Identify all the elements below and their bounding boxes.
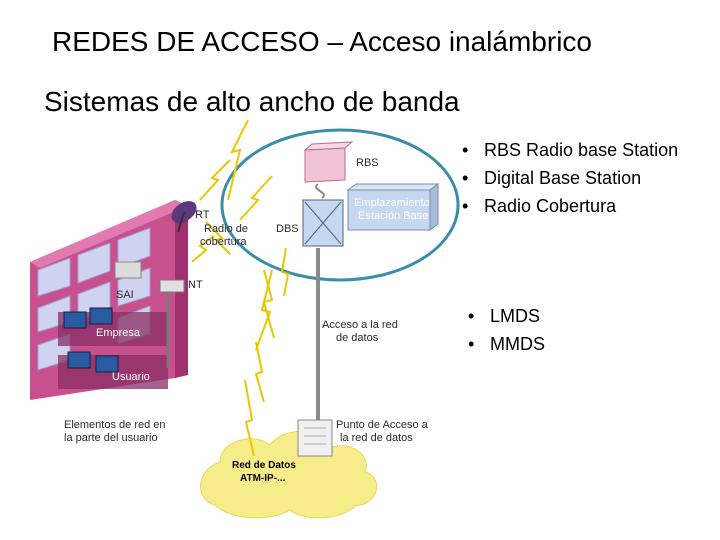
sai-label: SAI (116, 289, 134, 301)
data-access-label-line2: de datos (336, 332, 379, 344)
bullet-item: Radio Cobertura (454, 194, 684, 218)
computer-icon (63, 307, 119, 373)
slide-subtitle: Sistemas de alto ancho de banda (44, 86, 460, 117)
rbs-label: RBS (356, 157, 379, 169)
nt-label: NT (188, 279, 203, 291)
customer-building (30, 200, 188, 400)
dbs-device-icon (302, 199, 344, 247)
access-point-label-line2: la red de datos (340, 432, 413, 444)
radio-coverage-label-line2: cobertura (200, 236, 247, 248)
rt-label: RT (195, 209, 210, 221)
data-network-label-line1: Red de Datos (232, 460, 296, 471)
data-network-cloud (200, 431, 378, 519)
radio-link-lightning (191, 119, 290, 457)
feature-bullet-list: RBS Radio base Station Digital Base Stat… (454, 138, 684, 222)
technology-bullet-list: LMDS MMDS (460, 304, 660, 360)
rbs-antenna-icon (303, 141, 354, 199)
radio-coverage-label-line1: Radio de (204, 223, 248, 235)
access-point-label-line1: Punto de Acceso a (336, 419, 429, 431)
bullet-item: Digital Base Station (454, 166, 684, 190)
data-access-label-line1: Acceso a la red (322, 319, 398, 331)
user-elements-label-line1: Elementos de red en (64, 419, 166, 431)
user-label: Usuario (112, 371, 150, 383)
enterprise-label: Empresa (96, 327, 141, 339)
nt-device-icon (159, 279, 185, 293)
coverage-circle (220, 128, 460, 282)
sai-device-icon (114, 261, 142, 279)
site-label-line2: Estación Base (358, 210, 428, 222)
base-station-site-box (346, 183, 440, 231)
bullet-item: RBS Radio base Station (454, 138, 684, 162)
data-network-label-line2: ATM-IP-... (240, 473, 286, 484)
bullet-item: LMDS (460, 304, 660, 328)
slide-title: REDES DE ACCESO – Acceso inalámbrico (52, 26, 592, 57)
bullet-item: MMDS (460, 332, 660, 356)
dbs-label: DBS (276, 223, 299, 235)
site-label-line1: Emplazamiento (354, 197, 430, 209)
user-elements-label-line2: la parte del usuario (64, 432, 158, 444)
satellite-dish-icon (171, 201, 197, 233)
access-point-router-icon (297, 419, 333, 457)
